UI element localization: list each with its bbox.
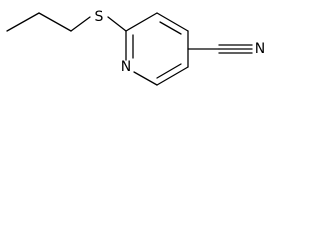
ring-bond-c3-c4 [156, 12, 189, 32]
nitrile-nitrogen-label: N [255, 41, 265, 57]
propyl-chain [6, 12, 91, 32]
bond-c3-s [70, 16, 91, 32]
sulfur-atom-label: S [95, 9, 104, 25]
ring-bond-c2-c3 [125, 12, 158, 32]
bond-c2-c3 [38, 12, 72, 32]
molecule-structure: S N N [6, 9, 265, 86]
ring-bond-c3-c4-inner [159, 21, 182, 35]
ring-bond-c6-n [133, 71, 158, 86]
pyridine-ring [125, 12, 189, 86]
ring-bond-c5-c6 [156, 66, 189, 86]
ring-bond-c5-c6-inner [156, 63, 182, 79]
ring-nitrogen-label: N [121, 59, 131, 75]
bond-c1-c2 [6, 12, 40, 32]
bond-s-ring [107, 16, 127, 32]
nitrile-group [187, 44, 253, 54]
